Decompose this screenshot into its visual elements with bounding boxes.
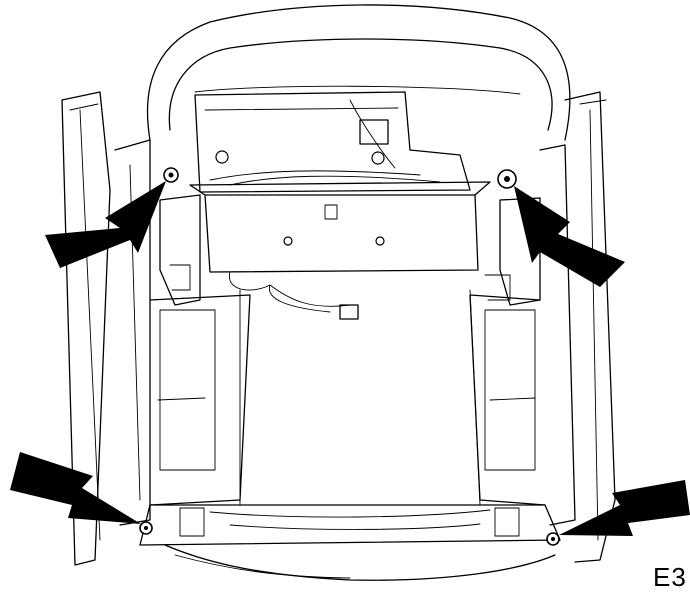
arrow-front-left-icon (45, 181, 166, 268)
upper-bracket (194, 91, 471, 193)
bolt-front-right (497, 169, 517, 189)
wire-harness (228, 271, 359, 320)
bolt-rear-right (546, 532, 560, 546)
bolt-front-left (163, 167, 179, 183)
front-cross-member (189, 181, 491, 273)
seat-cushion-outline (146, 4, 571, 141)
right-side-rail (539, 91, 616, 563)
rear-rail (139, 504, 561, 581)
arrow-rear-left-icon (10, 452, 141, 524)
bolt-rear-left (139, 521, 153, 535)
inner-frame (149, 289, 546, 506)
figure-code: E3 (653, 562, 687, 592)
arrow-rear-right-icon (559, 480, 690, 536)
side-brackets (159, 194, 541, 306)
arrow-front-right-icon (514, 186, 625, 287)
